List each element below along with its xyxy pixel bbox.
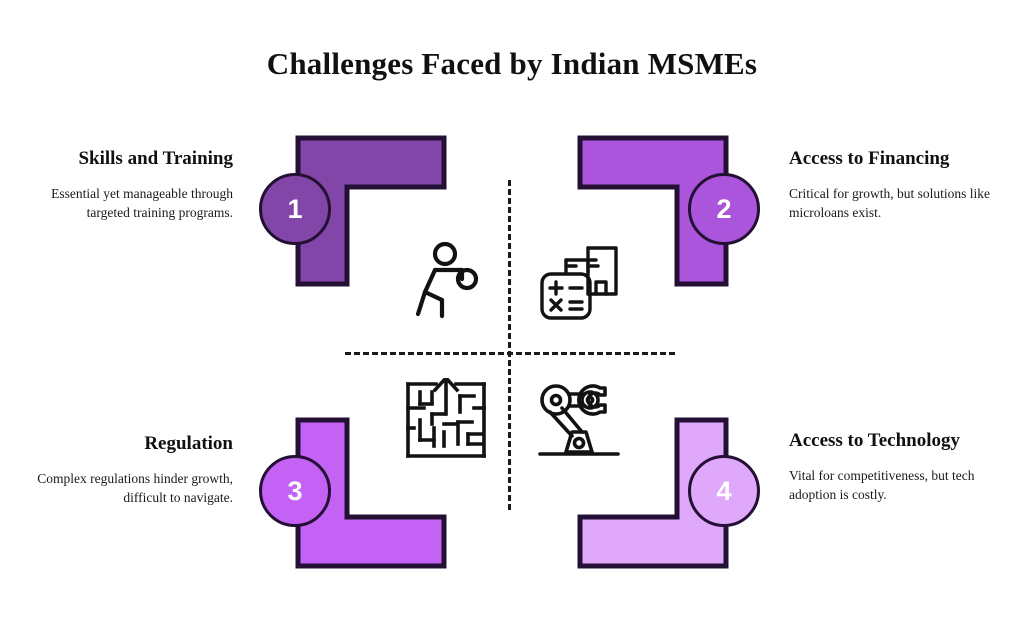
running-stick-figure-icon: [405, 240, 493, 328]
quadrant-heading-3: Regulation: [144, 433, 233, 454]
quadrant-badge-1: 1: [259, 173, 331, 245]
lshape-path-2: [577, 135, 729, 287]
quadrant-badge-4: 4: [688, 455, 760, 527]
quadrant-shape-4: [577, 417, 729, 569]
quadrant-text-3: Regulation Complex regulations hinder gr…: [28, 432, 233, 508]
quadrant-text-2: Access to Financing Critical for growth,…: [789, 147, 994, 223]
quadrant-body-2: Critical for growth, but solutions like …: [789, 185, 990, 221]
quadrant-heading-4: Access to Technology: [789, 430, 960, 451]
quadrant-badge-number-2: 2: [716, 193, 732, 224]
lshape-path-1: [295, 135, 447, 287]
quadrant-heading-1: Skills and Training: [78, 148, 233, 169]
quadrant-shape-3: [295, 417, 447, 569]
lshape-path-4: [577, 417, 729, 569]
lshape-path-3: [295, 417, 447, 569]
quadrant-badge-number-3: 3: [287, 475, 303, 506]
quadrant-shape-1: [295, 135, 447, 287]
maze-arrow-icon: [402, 378, 490, 462]
page-title: Challenges Faced by Indian MSMEs: [266, 46, 758, 81]
quadrant-badge-number-1: 1: [287, 193, 303, 224]
robot-arm-icon: [534, 378, 626, 464]
quadrant-body-4: Vital for competitiveness, but tech adop…: [789, 467, 975, 503]
quadrant-badge-2: 2: [688, 173, 760, 245]
quadrant-shape-2: [577, 135, 729, 287]
quadrant-badge-3: 3: [259, 455, 331, 527]
quadrant-body-3: Complex regulations hinder growth, diffi…: [37, 470, 233, 506]
quadrant-text-1: Skills and Training Essential yet manage…: [28, 147, 233, 223]
quadrant-heading-2: Access to Financing: [789, 148, 950, 169]
quadrant-body-1: Essential yet manageable through targete…: [51, 185, 233, 221]
quadrant-badge-number-4: 4: [716, 475, 732, 506]
divider-vertical: [508, 180, 511, 510]
calculator-bank-icon: [532, 236, 624, 328]
quadrant-text-4: Access to Technology Vital for competiti…: [789, 429, 994, 505]
